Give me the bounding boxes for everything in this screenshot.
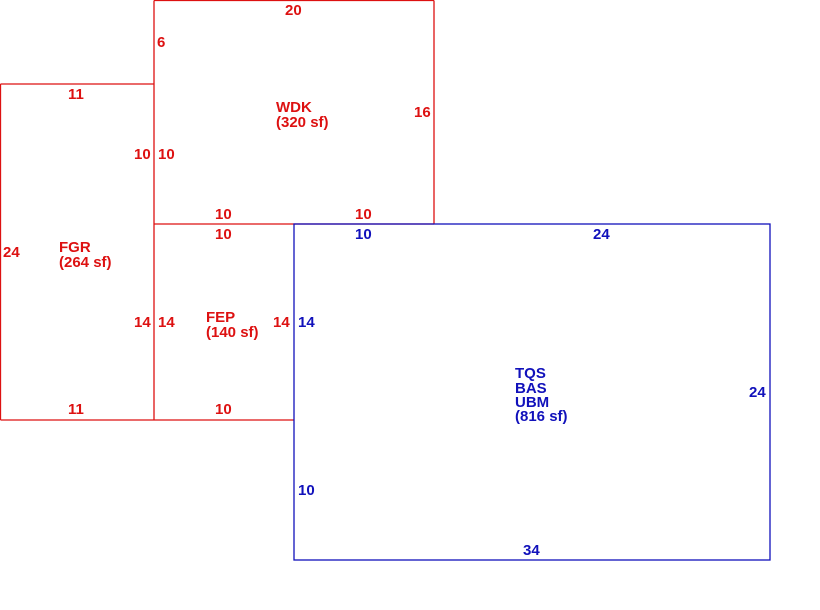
- wdk-dim-bottom-left: 10: [215, 206, 232, 223]
- fgr-area-label: FGR (264 sf): [59, 239, 112, 271]
- fep-area-label: FEP (140 sf): [206, 309, 259, 341]
- main-dim-left-upper: 14: [298, 314, 315, 331]
- fgr-dim-left: 24: [3, 244, 20, 261]
- main-area-label: TQS BAS UBM (816 sf): [515, 365, 568, 425]
- main-dim-bottom: 34: [523, 542, 540, 559]
- main-area: (816 sf): [515, 408, 568, 425]
- main-dim-right: 24: [749, 384, 766, 401]
- wdk-dim-top: 20: [285, 2, 302, 19]
- fgr-dim-top: 11: [68, 86, 84, 103]
- fgr-dim-right: 10: [134, 146, 151, 163]
- main-dim-left-lower: 10: [298, 482, 315, 499]
- main-code-1: TQS: [515, 365, 546, 382]
- fep-dim-left: 14: [158, 314, 175, 331]
- fep-area: (140 sf): [206, 324, 259, 341]
- wdk-dim-bottom-right: 10: [355, 206, 372, 223]
- wdk-dim-right: 16: [414, 104, 431, 121]
- fgr-code: FGR: [59, 239, 91, 256]
- fgr-area: (264 sf): [59, 254, 112, 271]
- wdk-area-label: WDK (320 sf): [276, 99, 329, 131]
- fgr-dim-right-lower: 14: [134, 314, 151, 331]
- wdk-code: WDK: [276, 99, 312, 116]
- main-outline: [293, 223, 771, 561]
- main-code-2: BAS: [515, 380, 547, 397]
- wdk-area: (320 sf): [276, 114, 329, 131]
- wdk-dim-left-upper: 6: [157, 34, 165, 51]
- fep-dim-top: 10: [215, 226, 232, 243]
- fgr-dim-bottom: 11: [68, 401, 84, 418]
- fgr-outline: [0, 83, 154, 421]
- main-dim-top: 24: [593, 226, 610, 243]
- main-code-3: UBM: [515, 394, 549, 411]
- main-dim-top-left: 10: [355, 226, 372, 243]
- fep-code: FEP: [206, 309, 235, 326]
- fep-dim-right: 14: [273, 314, 290, 331]
- fep-dim-bottom: 10: [215, 401, 232, 418]
- wdk-dim-left-lower: 10: [158, 146, 175, 163]
